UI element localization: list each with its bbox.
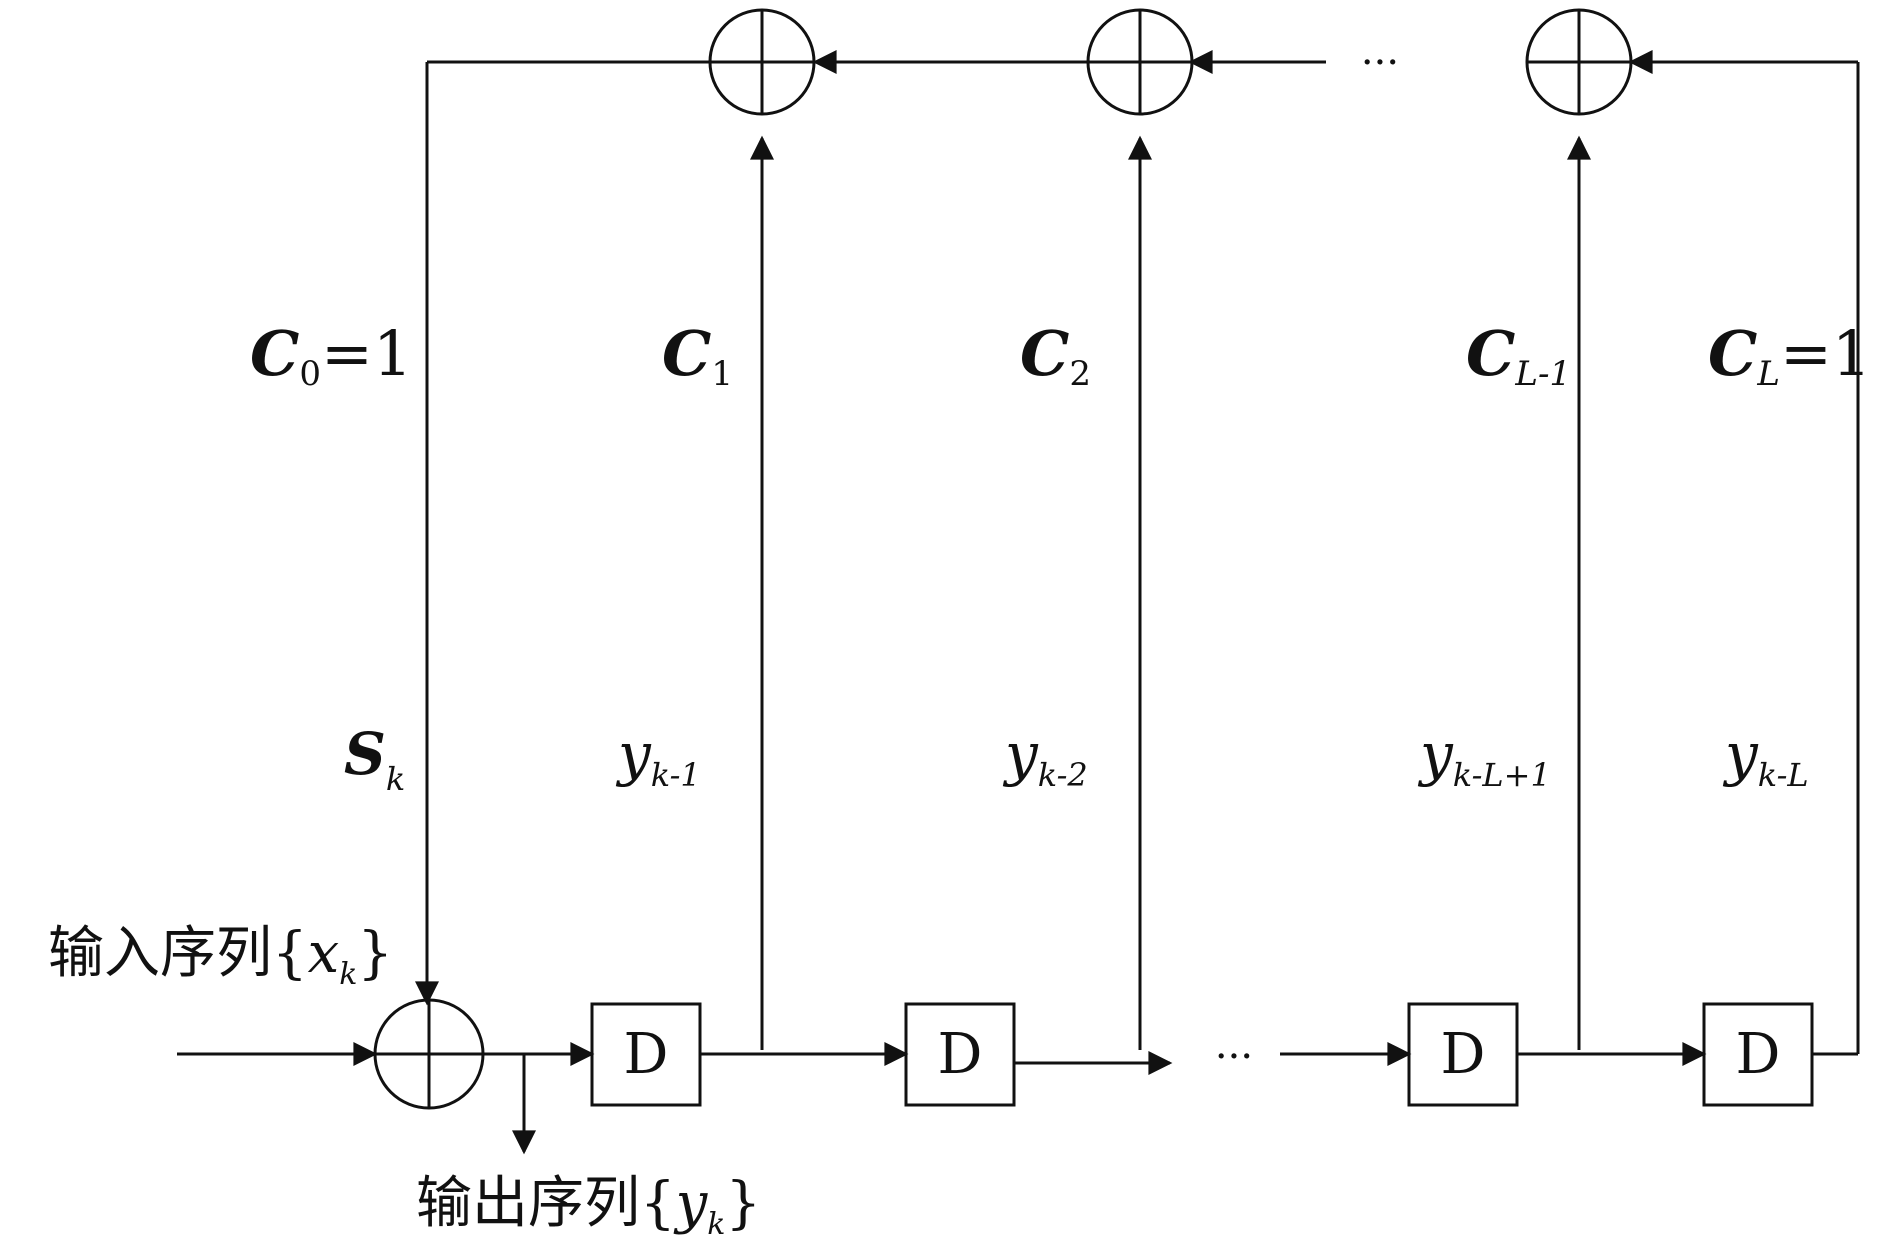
output-sequence-label: 输出序列{yk} [416,1171,761,1242]
tap-label-1: yk-1 [615,720,701,794]
coef-c0: C0=1 [250,317,412,394]
xor-node-2 [1086,8,1194,116]
tap-label-3: yk-L+1 [1417,720,1551,794]
delay-label-1: D [624,1022,669,1087]
coef-cl-1: CL-1 [1466,317,1571,394]
xor-node-input [373,998,485,1110]
delay-label-4: D [1736,1022,1781,1087]
delay-box-3 [1407,1002,1519,1107]
delay-box-2 [904,1002,1016,1107]
ellipsis-bottom: ··· [1215,1034,1253,1080]
xor-node-1 [708,8,816,116]
tap-label-4: yk-L [1722,720,1809,794]
tap-label-2: yk-2 [1002,720,1088,794]
delay-box-1 [590,1002,702,1107]
coef-c2: C2 [1020,317,1091,394]
coef-cl: CL=1 [1708,317,1871,394]
label-sk: Sk [344,720,405,798]
input-sequence-label: 输入序列{xk} [48,921,393,992]
ellipsis-top: ··· [1361,40,1399,86]
delay-label-3: D [1441,1022,1486,1087]
delay-label-2: D [938,1022,983,1087]
coef-c1: C1 [662,317,733,394]
xor-node-3 [1525,8,1633,116]
delay-box-4 [1702,1002,1814,1107]
